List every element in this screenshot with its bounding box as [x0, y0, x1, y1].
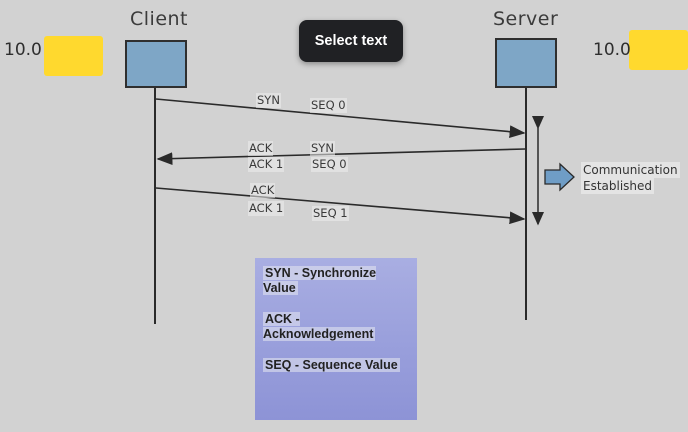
m1-syn-label: SYN	[256, 93, 281, 108]
m3-seq-label: SEQ 1	[312, 206, 349, 221]
client-box	[125, 40, 187, 88]
select-text-tooltip[interactable]: Select text	[299, 20, 403, 62]
block-arrow-icon	[544, 162, 575, 192]
m2-syn-label: SYN	[310, 141, 335, 156]
legend-seq: SEQ - Sequence Value	[263, 358, 400, 372]
server-title: Server	[493, 8, 559, 30]
server-ip: 10.0	[593, 40, 631, 60]
communication-established-note: Communication Established	[581, 162, 680, 194]
m3-ack-label: ACK	[250, 183, 276, 198]
m2-ack-label: ACK	[248, 141, 274, 156]
client-ip-redaction	[44, 36, 103, 76]
client-ip: 10.0	[4, 40, 42, 60]
server-box	[495, 38, 557, 88]
legend-syn: SYN - Synchronize Value	[263, 266, 377, 295]
server-ip-redaction	[629, 30, 688, 70]
m1-seq-label: SEQ 0	[310, 98, 347, 113]
m2-ack1-label: ACK 1	[248, 157, 285, 172]
m2-seq-label: SEQ 0	[311, 157, 348, 172]
communication-line2: Established	[581, 178, 655, 194]
syn-arrow	[155, 98, 526, 139]
communication-line1: Communication	[581, 162, 680, 178]
ack-arrow	[155, 187, 526, 225]
client-title: Client	[130, 8, 189, 30]
legend-box: SYN - Synchronize Value ACK - Acknowledg…	[255, 258, 417, 420]
syn-ack-arrow	[156, 148, 526, 166]
m3-ack1-label: ACK 1	[248, 201, 285, 216]
legend-ack: ACK - Acknowledgement	[263, 312, 376, 341]
